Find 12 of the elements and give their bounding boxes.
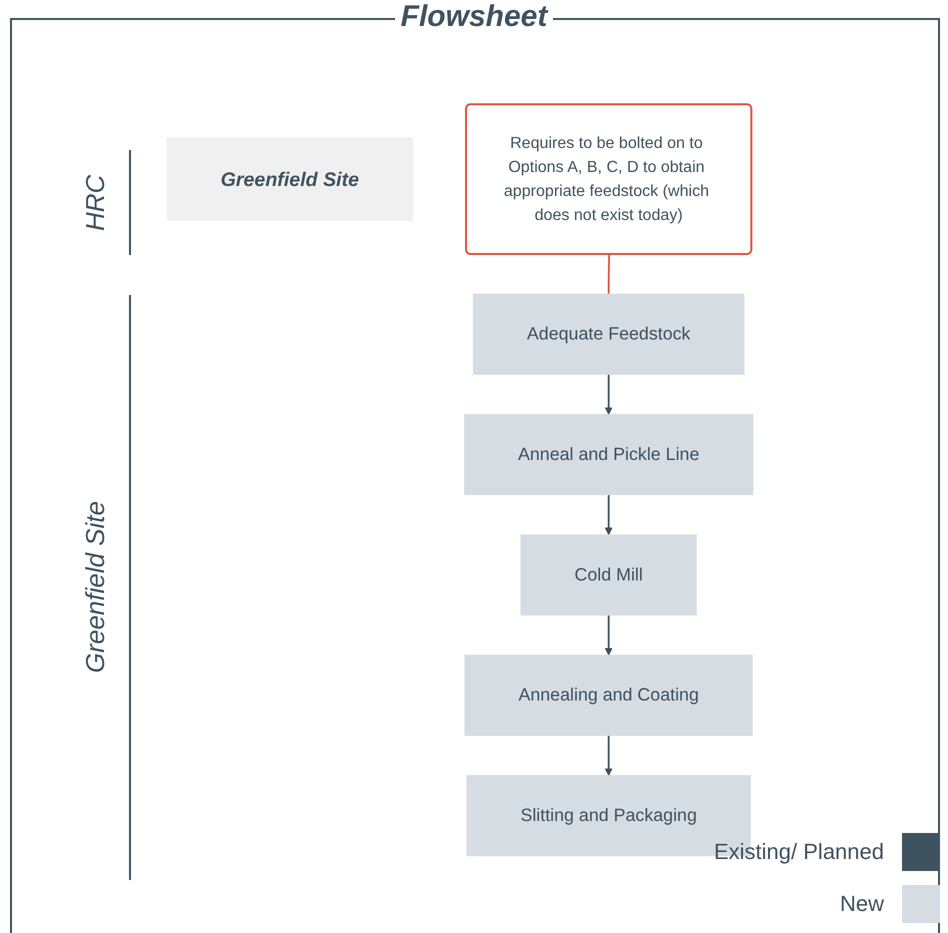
node-box: Adequate Feedstock <box>472 294 744 375</box>
legend-label: New <box>840 891 884 917</box>
arrow <box>604 494 613 536</box>
section-label: Greenfield Site <box>80 295 131 880</box>
node-box: Annealing and Coating <box>464 654 753 736</box>
arrow <box>604 735 613 776</box>
connector <box>608 254 610 294</box>
arrow <box>604 615 613 656</box>
arrow <box>604 374 613 415</box>
section-label: HRC <box>80 150 131 255</box>
node-box: Anneal and Pickle Line <box>464 414 754 496</box>
node-box: Cold Mill <box>520 534 697 616</box>
